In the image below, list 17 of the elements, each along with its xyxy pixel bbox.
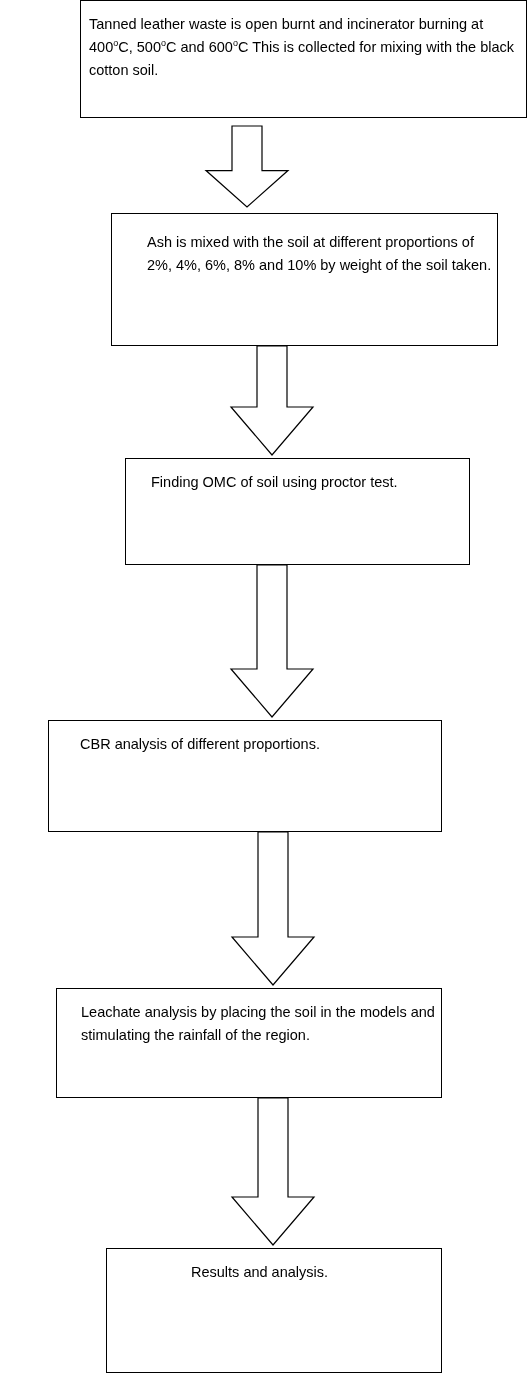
block-arrow — [230, 1097, 316, 1246]
step-text: Leachate analysis by placing the soil in the models and stimulating the rainfall of the region. — [81, 1003, 436, 1045]
process-box — [56, 988, 442, 1098]
step-text: CBR analysis of different proportions. — [80, 735, 321, 754]
process-box — [106, 1248, 442, 1373]
block-arrow — [229, 564, 315, 718]
process-box — [48, 720, 442, 832]
step-text: Ash is mixed with the soil at different proportions of 2%, 4%, 6%, 8% and 10% by weight of the soil taken. — [147, 233, 492, 275]
process-box — [111, 213, 498, 346]
process-box — [125, 458, 470, 565]
process-box — [80, 0, 527, 118]
block-arrow — [230, 831, 316, 986]
block-arrow — [204, 125, 290, 208]
step-text: Finding OMC of soil using proctor test. — [151, 473, 399, 492]
block-arrow — [229, 345, 315, 456]
step-text: Results and analysis. — [191, 1263, 329, 1282]
step-text: Tanned leather waste is open burnt and incinerator burning at 400$^{o}$C, 500$^{o}$C and 600$^{o}$C This is collected for mixing with the black cotton soil. — [89, 15, 516, 80]
